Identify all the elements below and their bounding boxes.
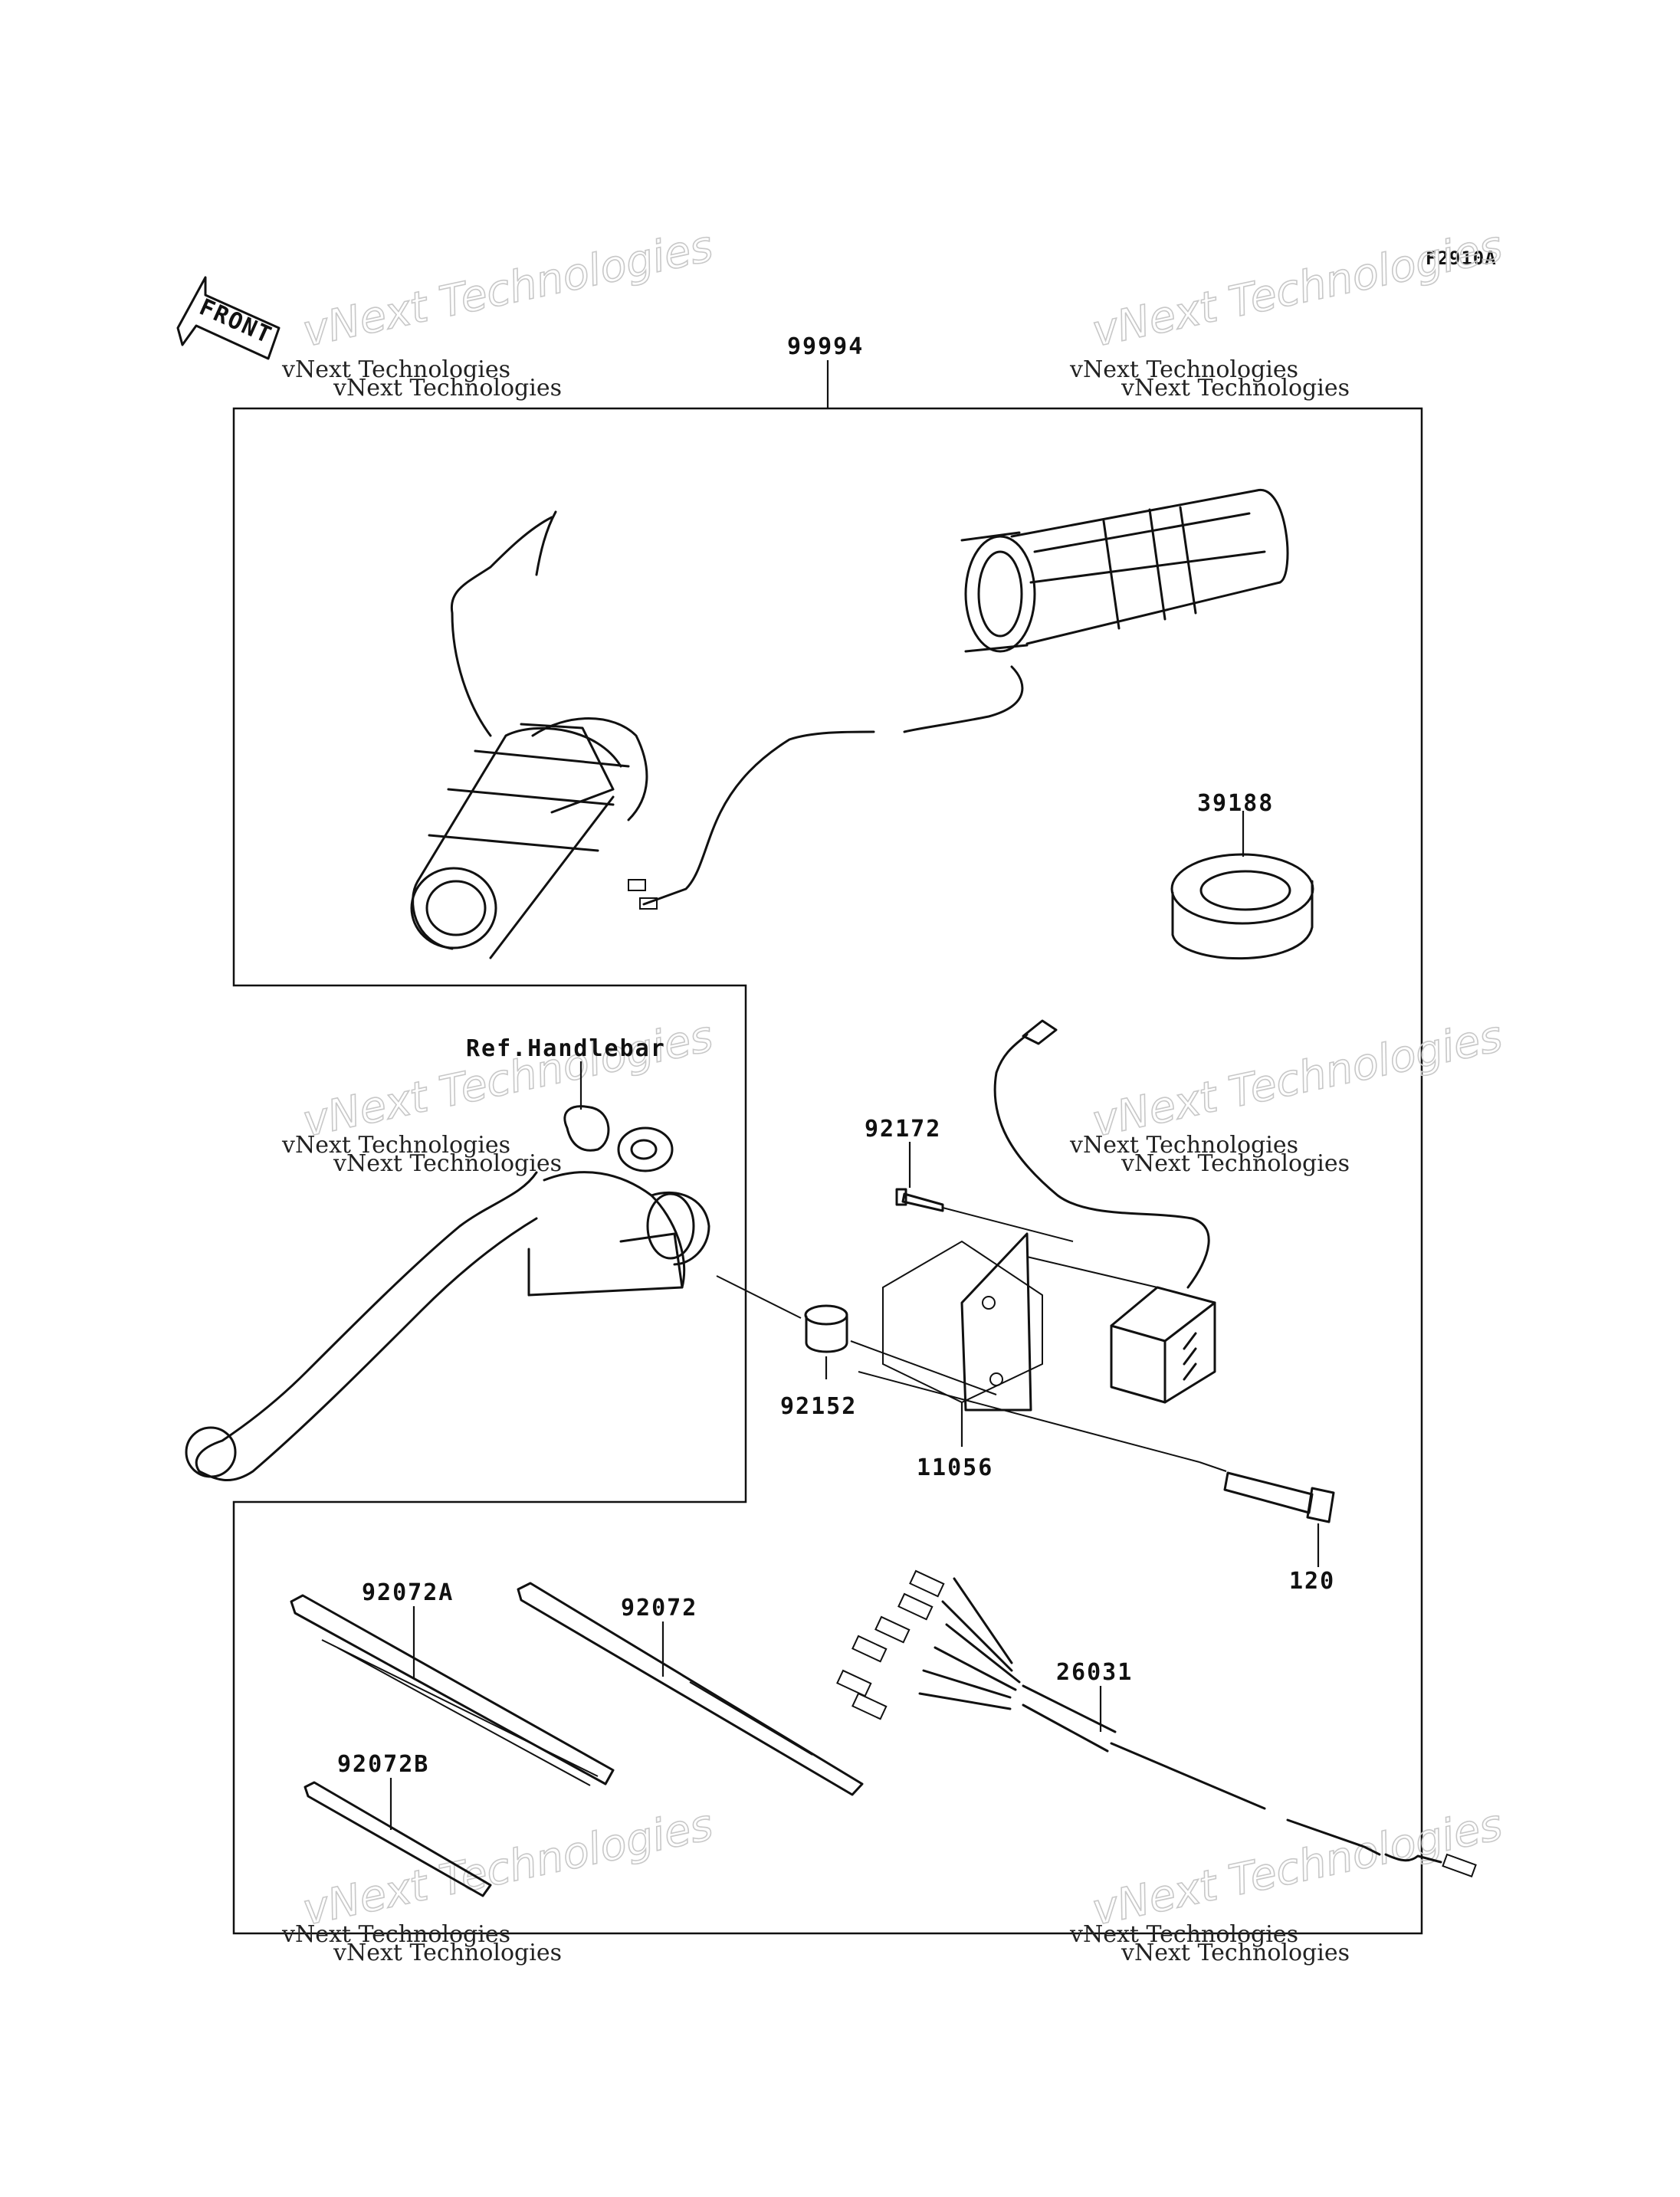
watermark: vNext Technologies	[1121, 1940, 1350, 1966]
lever-assembly-drawing	[185, 1105, 710, 1482]
watermark: vNext Technologies	[333, 1150, 562, 1177]
watermark-ghost: vNext Technologies	[1088, 1800, 1506, 1936]
part-11056-drawing	[882, 1232, 1158, 1412]
part-label-99994: 99994	[787, 333, 864, 360]
watermark: vNext Technologies	[1069, 356, 1298, 383]
front-label: FRONT	[195, 293, 277, 349]
part-label-39188: 39188	[1197, 790, 1274, 817]
part-label-92172: 92172	[865, 1116, 941, 1143]
part-92172-drawing	[895, 1188, 1074, 1242]
front-arrow-icon: FRONT	[176, 276, 281, 360]
watermark: vNext Technologies	[1121, 375, 1350, 402]
watermark: vNext Technologies	[281, 1132, 510, 1159]
assembly-frame	[232, 407, 1423, 1935]
figure-code: F2910A	[1426, 248, 1497, 269]
watermark: vNext Technologies	[1121, 1150, 1350, 1177]
controller-drawing	[993, 1019, 1216, 1404]
watermark: vNext Technologies	[1069, 1921, 1298, 1948]
part-label-120: 120	[1289, 1568, 1335, 1595]
watermark-ghost: vNext Technologies	[1088, 221, 1506, 357]
part-label-92072: 92072	[621, 1595, 697, 1622]
watermark: vNext Technologies	[333, 1940, 562, 1966]
part-92152-drawing	[804, 1304, 848, 1353]
right-grip-drawing	[628, 489, 1289, 910]
watermark: vNext Technologies	[281, 356, 510, 383]
part-label-92072B: 92072B	[337, 1751, 429, 1778]
watermark-ghost: vNext Technologies	[298, 1012, 717, 1147]
part-label-26031: 26031	[1056, 1659, 1133, 1686]
part-26031-drawing	[836, 1569, 1477, 1877]
watermark-group: vNext Technologies vNext Technologies vN…	[281, 221, 1508, 1966]
watermark-ghost: vNext Technologies	[1088, 1012, 1506, 1147]
watermark-ghost: vNext Technologies	[298, 221, 717, 357]
part-39188-drawing	[1170, 811, 1314, 960]
part-label-11056: 11056	[917, 1454, 993, 1481]
part-92072B-drawing	[304, 1781, 492, 1897]
watermark: vNext Technologies	[1069, 1132, 1298, 1159]
part-92072-drawing	[517, 1582, 864, 1796]
watermark: vNext Technologies	[281, 1921, 510, 1948]
part-label-92152: 92152	[780, 1393, 857, 1420]
part-label-92072A: 92072A	[362, 1579, 454, 1606]
left-grip-drawing	[410, 510, 648, 959]
watermark-ghost: vNext Technologies	[298, 1800, 717, 1936]
part-92072A-drawing	[290, 1594, 615, 1786]
reference-label: Ref.Handlebar	[466, 1035, 666, 1062]
watermark: vNext Technologies	[333, 375, 562, 402]
part-120-drawing	[858, 1371, 1335, 1523]
